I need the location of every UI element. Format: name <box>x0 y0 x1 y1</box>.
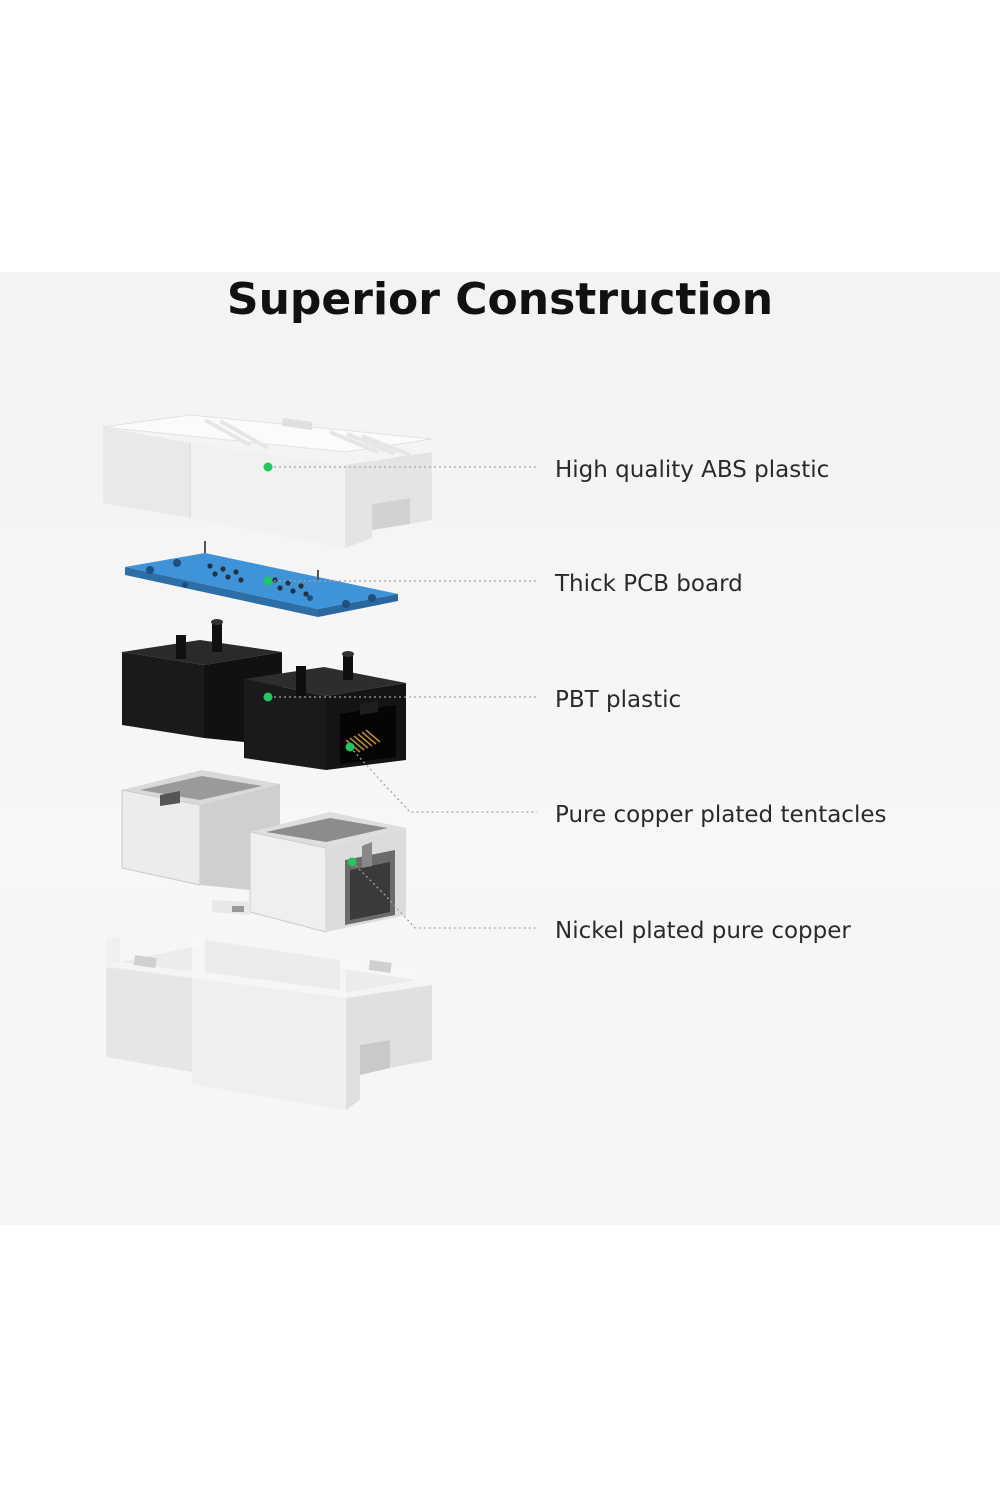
callout-label-pcb: Thick PCB board <box>555 571 743 597</box>
marker-dot <box>263 692 273 702</box>
title-area: Superior Construction <box>0 270 1000 334</box>
bottom-shell <box>106 935 432 1110</box>
callout-markers <box>263 462 357 867</box>
marker-dot <box>263 576 273 586</box>
marker-dot <box>263 462 273 472</box>
callout-label-abs: High quality ABS plastic <box>555 457 830 483</box>
marker-dot <box>345 742 355 752</box>
marker-dot <box>347 857 357 867</box>
black-jack-housing <box>122 619 406 770</box>
page-title: Superior Construction <box>226 274 774 325</box>
top-shell <box>102 414 433 548</box>
callout-label-copper: Pure copper plated tentacles <box>555 802 887 828</box>
metal-shield <box>121 770 406 933</box>
callout-label-nickel: Nickel plated pure copper <box>555 918 851 944</box>
callout-label-pbt: PBT plastic <box>555 687 682 713</box>
pcb-board <box>125 541 398 617</box>
leader-lines <box>269 466 537 929</box>
